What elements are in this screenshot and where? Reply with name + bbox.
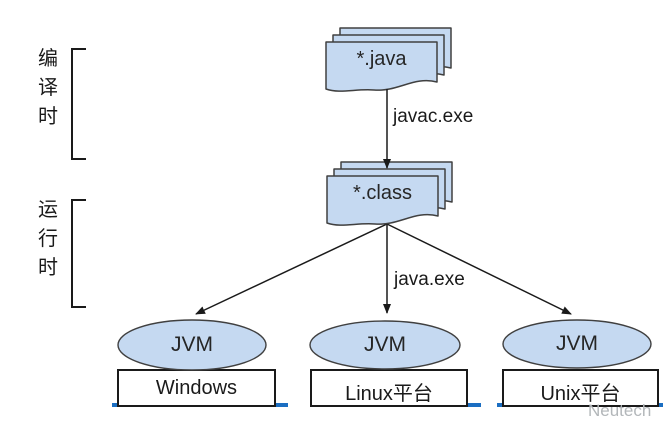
javac-edge-label: javac.exe — [393, 106, 474, 127]
class-files-stack — [326, 161, 453, 226]
platform-label-unix: Unix平台 — [540, 383, 621, 405]
watermark-text: Neutech — [588, 401, 652, 420]
platform-label-windows: Windows — [155, 377, 238, 399]
jvm-ellipse-windows — [117, 319, 267, 371]
run-time-label: 运行时 — [38, 199, 58, 279]
java-files-stack — [325, 27, 452, 92]
class-files-label: *.class — [353, 182, 412, 204]
compile-time-label: 编译时 — [38, 48, 58, 128]
platform-label-linux: Linux平台 — [345, 383, 433, 405]
jvm-ellipse-linux — [309, 320, 461, 370]
unix-platform-box — [502, 369, 659, 407]
jvm-label-linux: JVM — [364, 333, 406, 356]
arrow-class-to-jvm-unix — [386, 223, 572, 315]
jvm-label-unix: JVM — [556, 332, 598, 355]
arrow-class-to-jvm-windows — [195, 223, 388, 315]
compile-time-bracket — [71, 48, 86, 160]
run-time-bracket — [71, 199, 86, 308]
java-exe-edge-label: java.exe — [394, 269, 465, 290]
java-files-label: *.java — [356, 48, 407, 70]
linux-platform-box — [310, 369, 468, 407]
jvm-label-windows: JVM — [171, 333, 213, 356]
jvm-ellipse-unix — [502, 319, 652, 369]
